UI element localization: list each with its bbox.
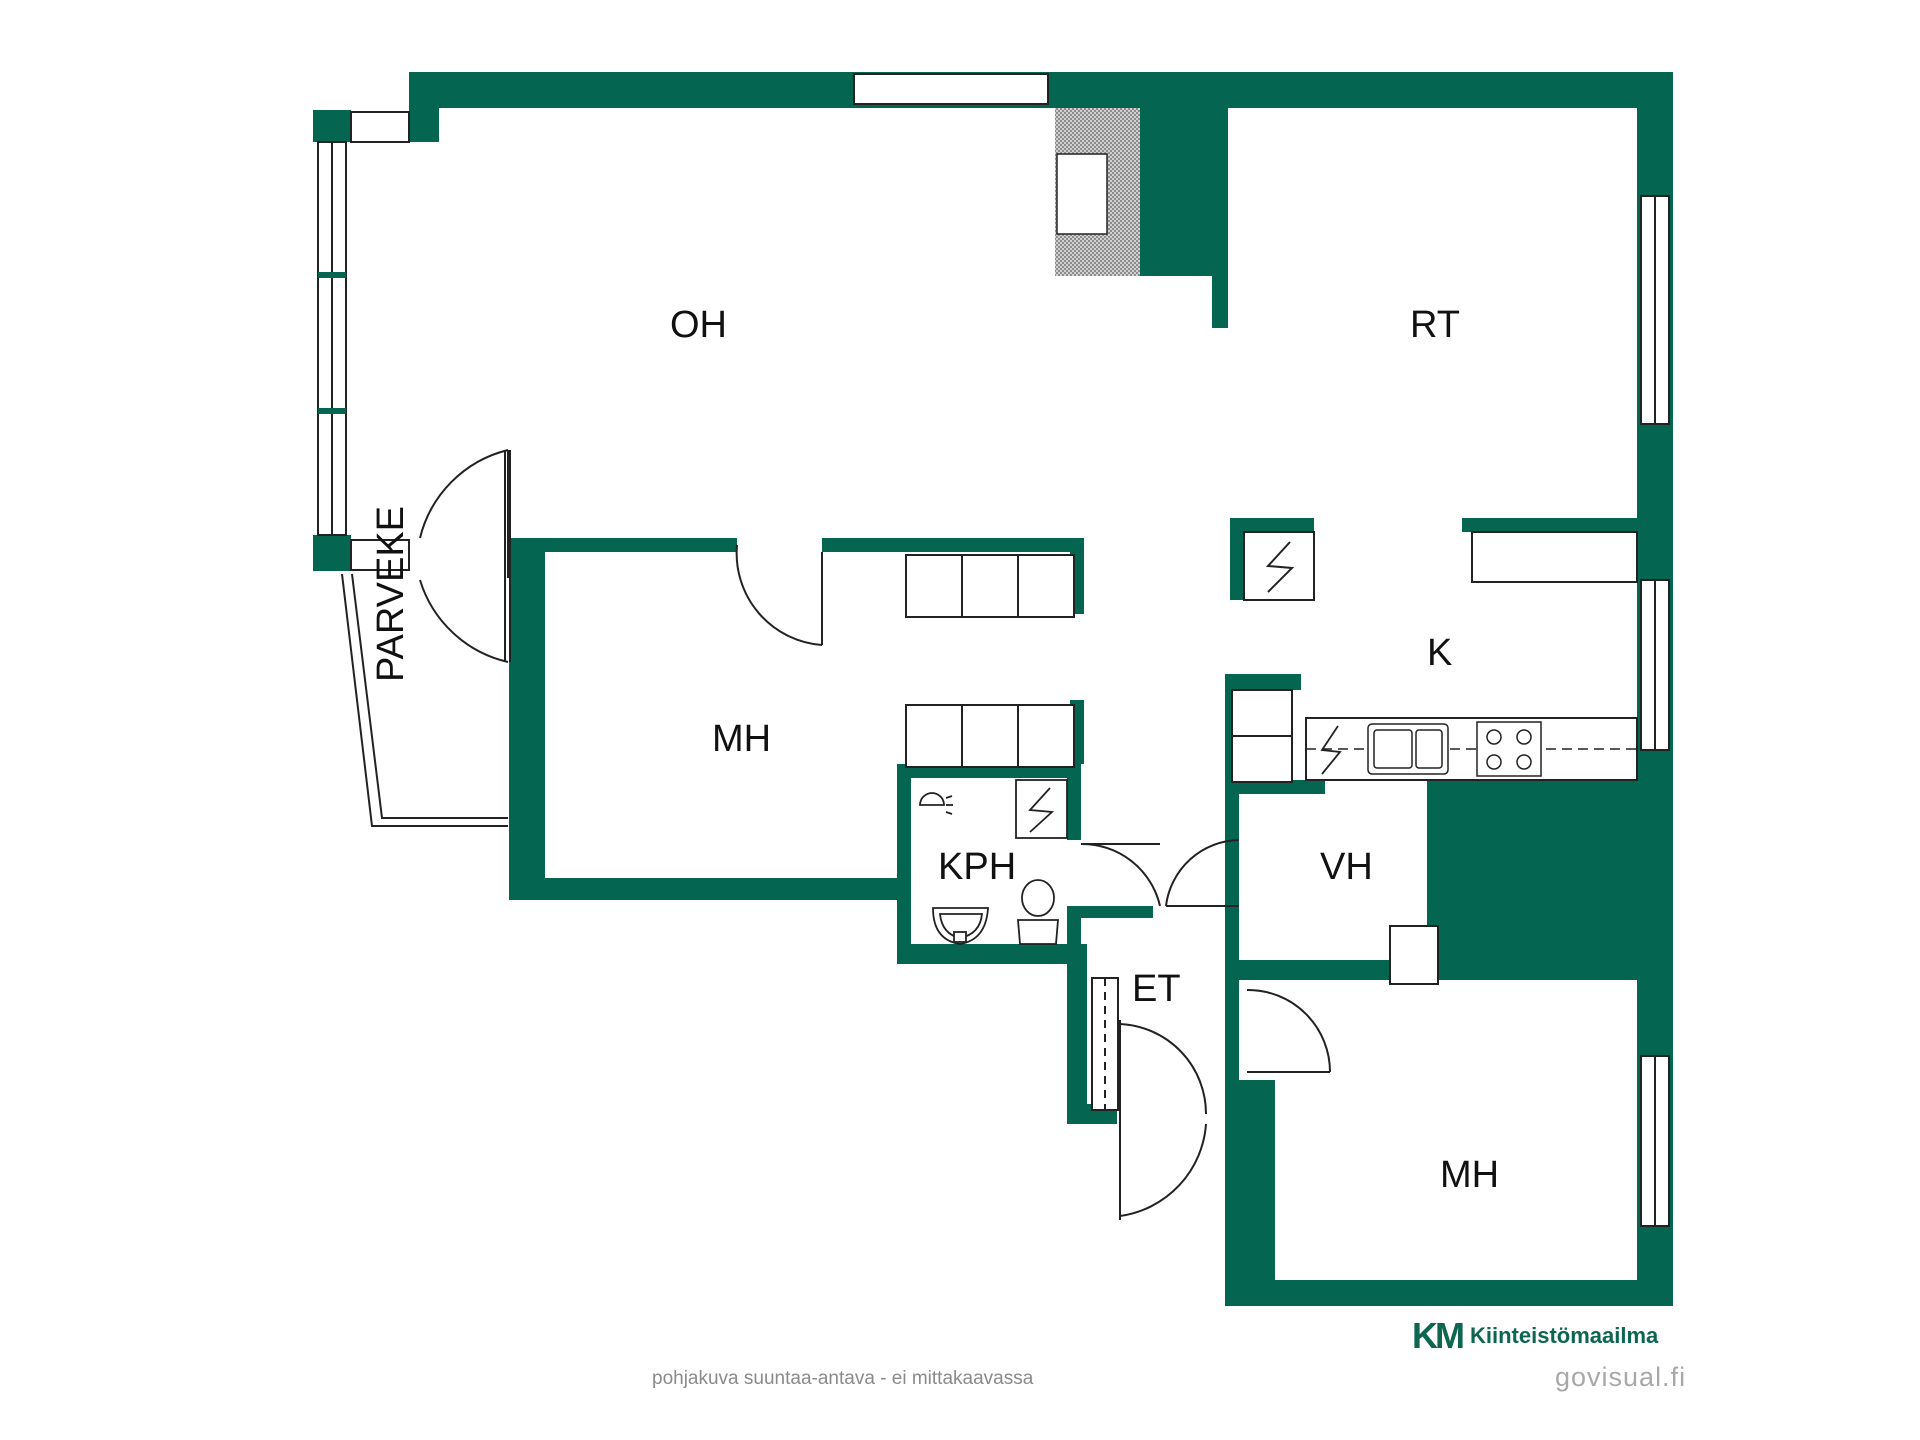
- credit-text: govisual.fi: [1555, 1362, 1687, 1392]
- disclaimer-text: pohjakuva suuntaa-antava - ei mittakaava…: [652, 1368, 1034, 1389]
- room-label-kph: KPH: [938, 846, 1017, 888]
- room-label-rt: RT: [1410, 304, 1460, 346]
- window-mullions: [318, 272, 346, 414]
- room-label-k: K: [1427, 632, 1453, 674]
- room-label-parveke: PARVEKE: [370, 505, 412, 682]
- room-label-mh: MH: [712, 718, 772, 760]
- doors: [419, 449, 1331, 1220]
- windows: [317, 73, 1670, 1227]
- sink-icon: [932, 907, 989, 945]
- brand-logo: KM Kiinteistömaailma: [1412, 1315, 1659, 1356]
- island-panel: [1243, 531, 1315, 601]
- room-label-vh: VH: [1320, 846, 1373, 888]
- kitchen-sink-icon: [1367, 723, 1449, 775]
- wardrobes: [905, 531, 1638, 985]
- bathroom-fixtures: [919, 779, 1068, 945]
- balcony: [341, 450, 511, 827]
- toilet-icon: [1017, 879, 1059, 945]
- walls: [313, 72, 1673, 1306]
- kitchen-counter: [1305, 717, 1638, 781]
- stove-icon: [1476, 721, 1542, 777]
- electric-panel-icon: [1320, 725, 1342, 775]
- room-label-oh: OH: [670, 304, 727, 346]
- room-label-et: ET: [1132, 968, 1181, 1010]
- logo-mark: KM: [1412, 1315, 1465, 1356]
- brand-name: Kiinteistömaailma: [1470, 1323, 1659, 1348]
- electric-panel-icon: [1015, 779, 1068, 839]
- fireplace-icon: [1055, 108, 1140, 276]
- room-label-mh-2: MH: [1440, 1154, 1500, 1196]
- shower-icon: [919, 792, 953, 815]
